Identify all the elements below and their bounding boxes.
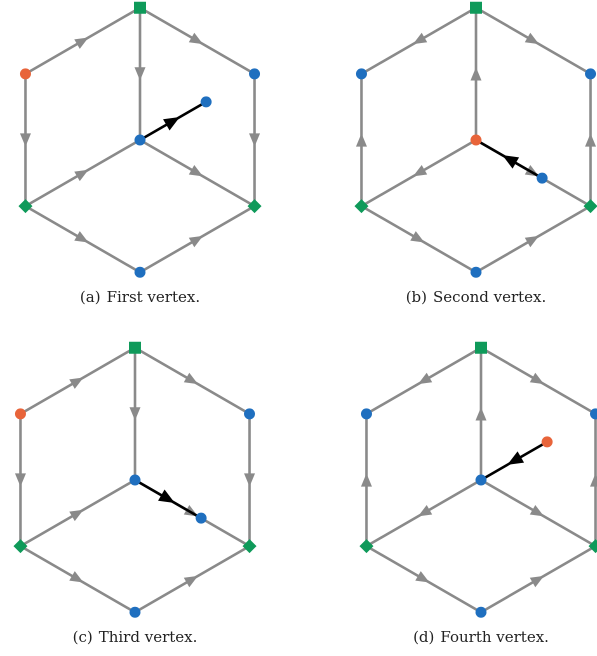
edge-arrowhead-7 — [69, 571, 84, 583]
panel-c-caption: (c) Third vertex. — [25, 628, 245, 646]
edge-arrowhead-3 — [14, 473, 26, 487]
vertex-inner — [541, 436, 553, 448]
vertex-upper_right — [249, 68, 261, 80]
vertex-top-square — [129, 341, 141, 354]
vertex-top-square — [475, 341, 487, 354]
edge-arrowhead-8 — [188, 235, 203, 248]
edge-arrowhead-2 — [470, 67, 482, 81]
edge-arrowhead-2 — [134, 67, 146, 81]
vertex-upper_left — [360, 408, 372, 420]
edge-arrowhead-1 — [183, 372, 198, 385]
vertex-upper_left — [355, 68, 367, 80]
panel-c-label: (c) — [72, 628, 93, 646]
vertex-inner — [536, 172, 548, 184]
inner-arrowhead — [502, 155, 520, 169]
edge-arrowhead-5 — [74, 169, 89, 182]
vertex-inner — [195, 512, 207, 524]
vertex-center — [475, 474, 487, 486]
vertex-lower_left-diamond — [359, 539, 374, 554]
edge-arrowhead-0 — [74, 37, 89, 49]
edge-arrowhead-8 — [529, 575, 544, 588]
vertex-inner — [200, 96, 212, 108]
panel-b-label: (b) — [405, 288, 428, 306]
panel-d-caption-text: Fourth vertex. — [440, 628, 549, 646]
panel-c-caption-text: Third vertex. — [98, 628, 198, 646]
panel-b-caption-text: Second vertex. — [433, 288, 547, 306]
edge-arrowhead-1 — [529, 372, 544, 385]
edge-arrowhead-5 — [413, 164, 428, 177]
edge-arrowhead-7 — [74, 231, 89, 243]
panel-d-label: (d) — [413, 628, 435, 646]
edge-arrowhead-8 — [524, 235, 539, 248]
vertex-upper_left — [19, 68, 31, 80]
inner-arrowhead — [163, 117, 180, 131]
vertex-upper_right — [590, 408, 597, 420]
vertex-center — [470, 134, 482, 146]
vertex-bottom — [470, 266, 482, 278]
panel-a-label: (a) — [79, 288, 101, 306]
edge-arrowhead-4 — [590, 473, 597, 487]
panel-a-caption: (a) First vertex. — [30, 288, 250, 306]
edge-arrowhead-6 — [188, 164, 203, 177]
edge-arrowhead-4 — [585, 133, 597, 147]
edge-arrowhead-2 — [475, 407, 487, 421]
vertex-bottom — [134, 266, 146, 278]
panel-d-diagram — [359, 341, 597, 618]
edge-arrowhead-5 — [418, 504, 433, 517]
vertex-upper_right — [585, 68, 597, 80]
vertex-lower_left-diamond — [18, 199, 33, 214]
edge-arrowhead-6 — [529, 504, 544, 517]
edge-arrowhead-4 — [244, 473, 256, 487]
vertex-bottom — [129, 606, 141, 618]
vertex-lower_right-diamond — [588, 539, 597, 554]
edge-arrowhead-0 — [413, 32, 428, 45]
edge-arrowhead-2 — [129, 407, 141, 421]
vertex-center — [134, 134, 146, 146]
edge-arrowhead-7 — [415, 571, 430, 583]
panel-b-caption: (b) Second vertex. — [366, 288, 586, 306]
edge-arrowhead-1 — [524, 32, 539, 45]
vertex-top-square — [470, 1, 482, 14]
vertex-upper_right — [244, 408, 256, 420]
edge-arrowhead-4 — [249, 133, 261, 147]
vertex-lower_right-diamond — [583, 199, 597, 214]
edge-arrowhead-3 — [360, 473, 372, 487]
inner-arrowhead — [158, 489, 175, 503]
edge-arrowhead-0 — [69, 377, 84, 389]
panel-a-caption-text: First vertex. — [106, 288, 201, 306]
vertex-lower_left-diamond — [354, 199, 369, 214]
vertex-bottom — [475, 606, 487, 618]
vertex-lower_right-diamond — [247, 199, 262, 214]
panel-c-diagram — [13, 341, 257, 618]
edge-arrowhead-7 — [410, 231, 425, 243]
edge-arrowhead-3 — [355, 133, 367, 147]
vertex-top-square — [134, 1, 146, 14]
edge-arrowhead-8 — [183, 575, 198, 588]
panel-d-caption: (d) Fourth vertex. — [371, 628, 591, 646]
vertex-lower_left-diamond — [13, 539, 28, 554]
vertex-center — [129, 474, 141, 486]
panel-b-diagram — [354, 1, 597, 278]
vertex-upper_left — [14, 408, 26, 420]
panel-a-diagram — [18, 1, 262, 278]
vertex-lower_right-diamond — [242, 539, 257, 554]
edge-arrowhead-5 — [69, 509, 84, 522]
edge-arrowhead-1 — [188, 32, 203, 45]
edge-arrowhead-0 — [418, 372, 433, 385]
edge-arrowhead-3 — [19, 133, 31, 147]
inner-arrowhead — [507, 451, 525, 465]
